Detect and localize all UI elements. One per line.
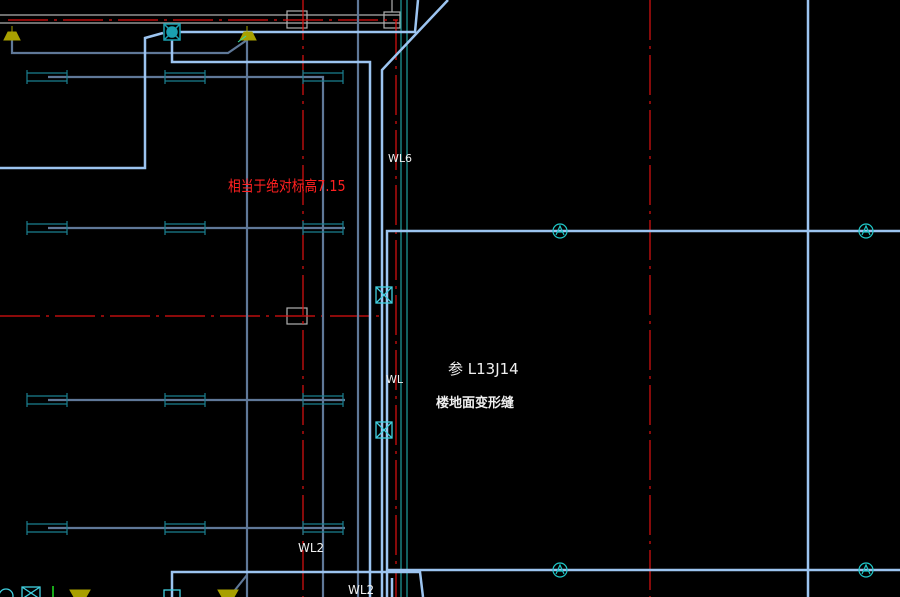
teal-lines	[400, 0, 408, 597]
joint-note: 楼地面变形缝	[436, 396, 515, 411]
floor-drain-icon[interactable]	[3, 26, 257, 597]
hanger-ticks	[26, 70, 344, 536]
pipe-label-wl2: WL2	[298, 541, 325, 555]
cleanout-icon[interactable]	[163, 23, 181, 41]
axis-marker-icon	[552, 223, 874, 578]
pipe-label-wl6: WL6	[388, 152, 413, 165]
elevation-note: 相当于绝对标高7.15	[228, 177, 346, 195]
pipe-label-wl2-bottom: WL2	[348, 583, 375, 597]
pipe-label-wl: WL	[386, 373, 404, 386]
valve-box-icon[interactable]	[0, 286, 393, 597]
wall-lines	[0, 0, 401, 325]
reference-label: 参 L13J14	[448, 360, 519, 378]
axis-lines	[0, 0, 651, 597]
branch-pipes	[10, 0, 360, 597]
